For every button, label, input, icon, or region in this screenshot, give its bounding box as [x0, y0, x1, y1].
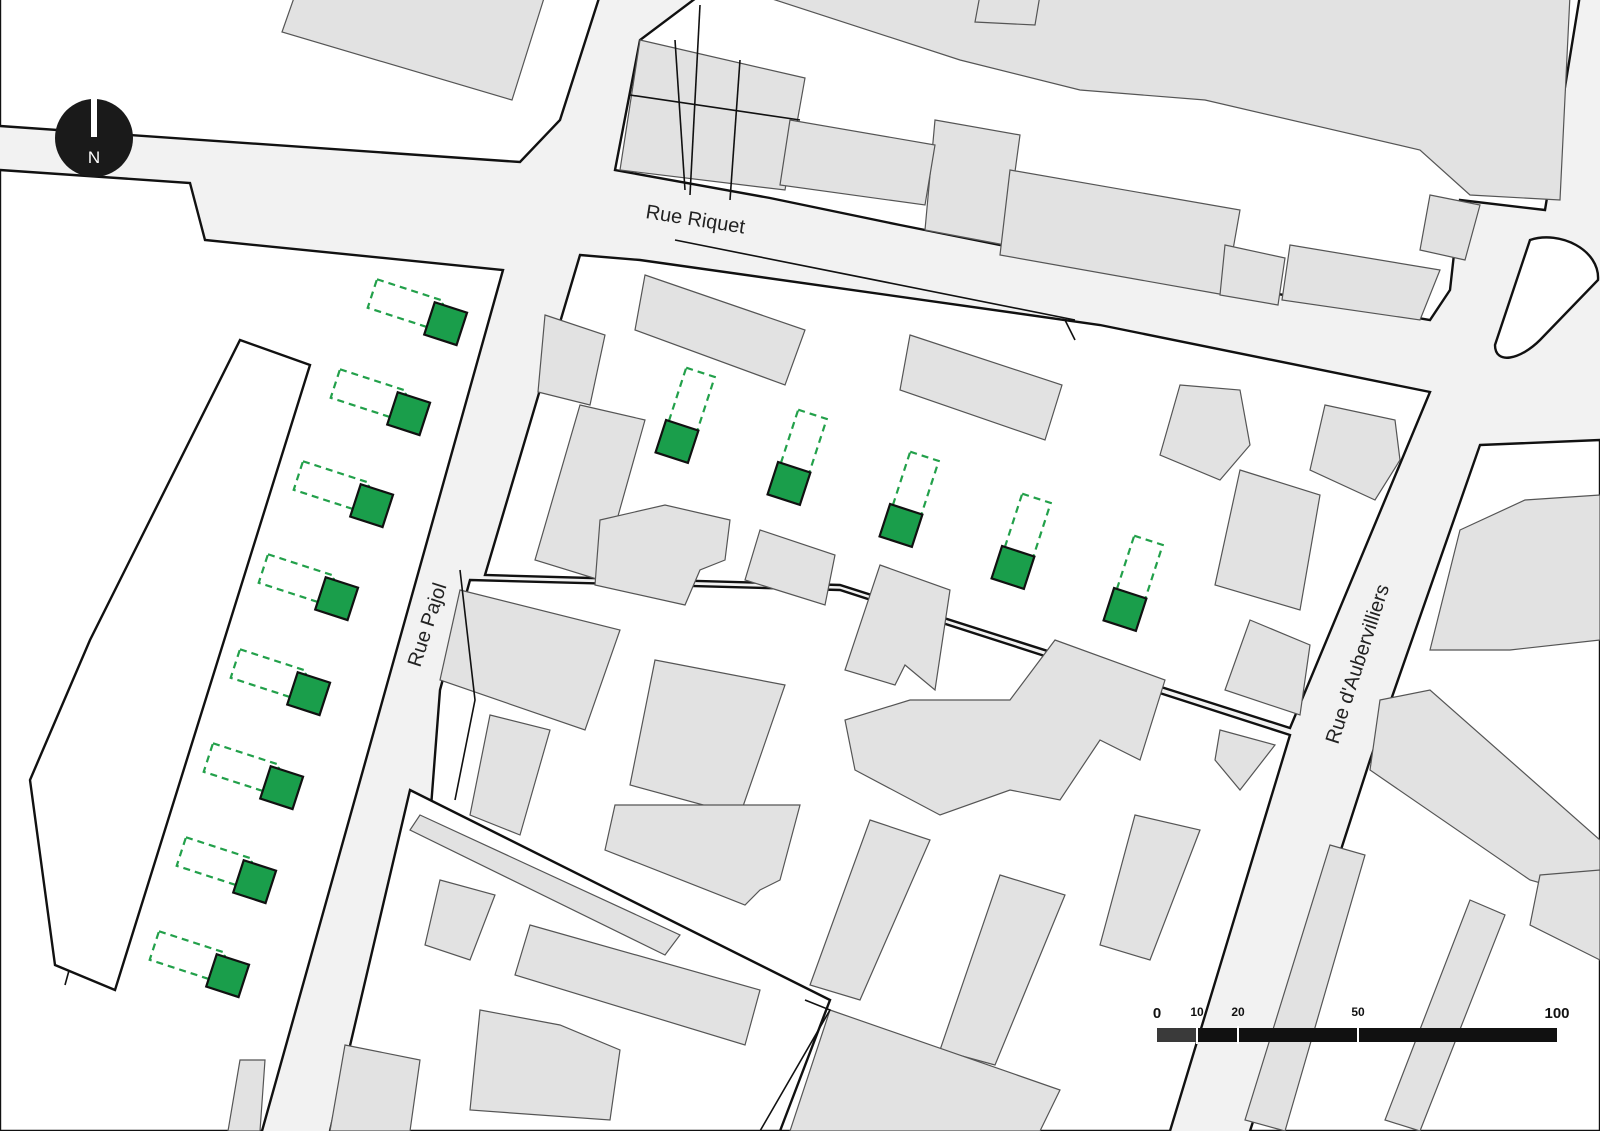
marker-square: [766, 460, 812, 507]
block-traffic-island: [1493, 236, 1600, 359]
scale-label-20: 20: [1231, 1005, 1245, 1019]
marker-central-5: [1102, 534, 1165, 633]
north-arrow-icon: N: [55, 99, 133, 177]
marker-west-7: [175, 835, 278, 905]
west-inner-parcel: [28, 338, 312, 992]
scale-label-50: 50: [1351, 1005, 1365, 1019]
marker-west-8: [148, 929, 251, 999]
scale-label-0: 0: [1153, 1005, 1161, 1022]
marker-square: [422, 300, 469, 347]
marker-square: [1102, 586, 1148, 633]
marker-square: [285, 670, 332, 717]
marker-west-1: [366, 277, 469, 347]
marker-central-2: [766, 408, 829, 507]
scale-bar: 0 10 20 50 100: [1153, 1005, 1570, 1044]
marker-west-3: [292, 459, 395, 529]
marker-square: [654, 418, 700, 465]
marker-central-3: [878, 450, 941, 549]
north-arrow-letter: N: [88, 148, 100, 167]
marker-square: [348, 482, 395, 529]
marker-west-6: [202, 741, 305, 811]
marker-square: [385, 390, 432, 437]
scale-label-100: 100: [1544, 1005, 1569, 1022]
marker-square: [878, 502, 924, 549]
scale-label-10: 10: [1190, 1005, 1204, 1019]
block-central: [483, 253, 1432, 730]
marker-central-1: [654, 366, 717, 465]
marker-square: [231, 858, 278, 905]
marker-square: [204, 952, 251, 999]
marker-square: [313, 575, 360, 622]
marker-west-4: [257, 552, 360, 622]
marker-west-2: [329, 367, 432, 437]
buildings: [227, 0, 1600, 1131]
marker-central-4: [990, 492, 1053, 591]
marker-square: [990, 544, 1036, 591]
marker-west-5: [229, 647, 332, 717]
marker-group: [148, 277, 1165, 999]
marker-square: [258, 764, 305, 811]
